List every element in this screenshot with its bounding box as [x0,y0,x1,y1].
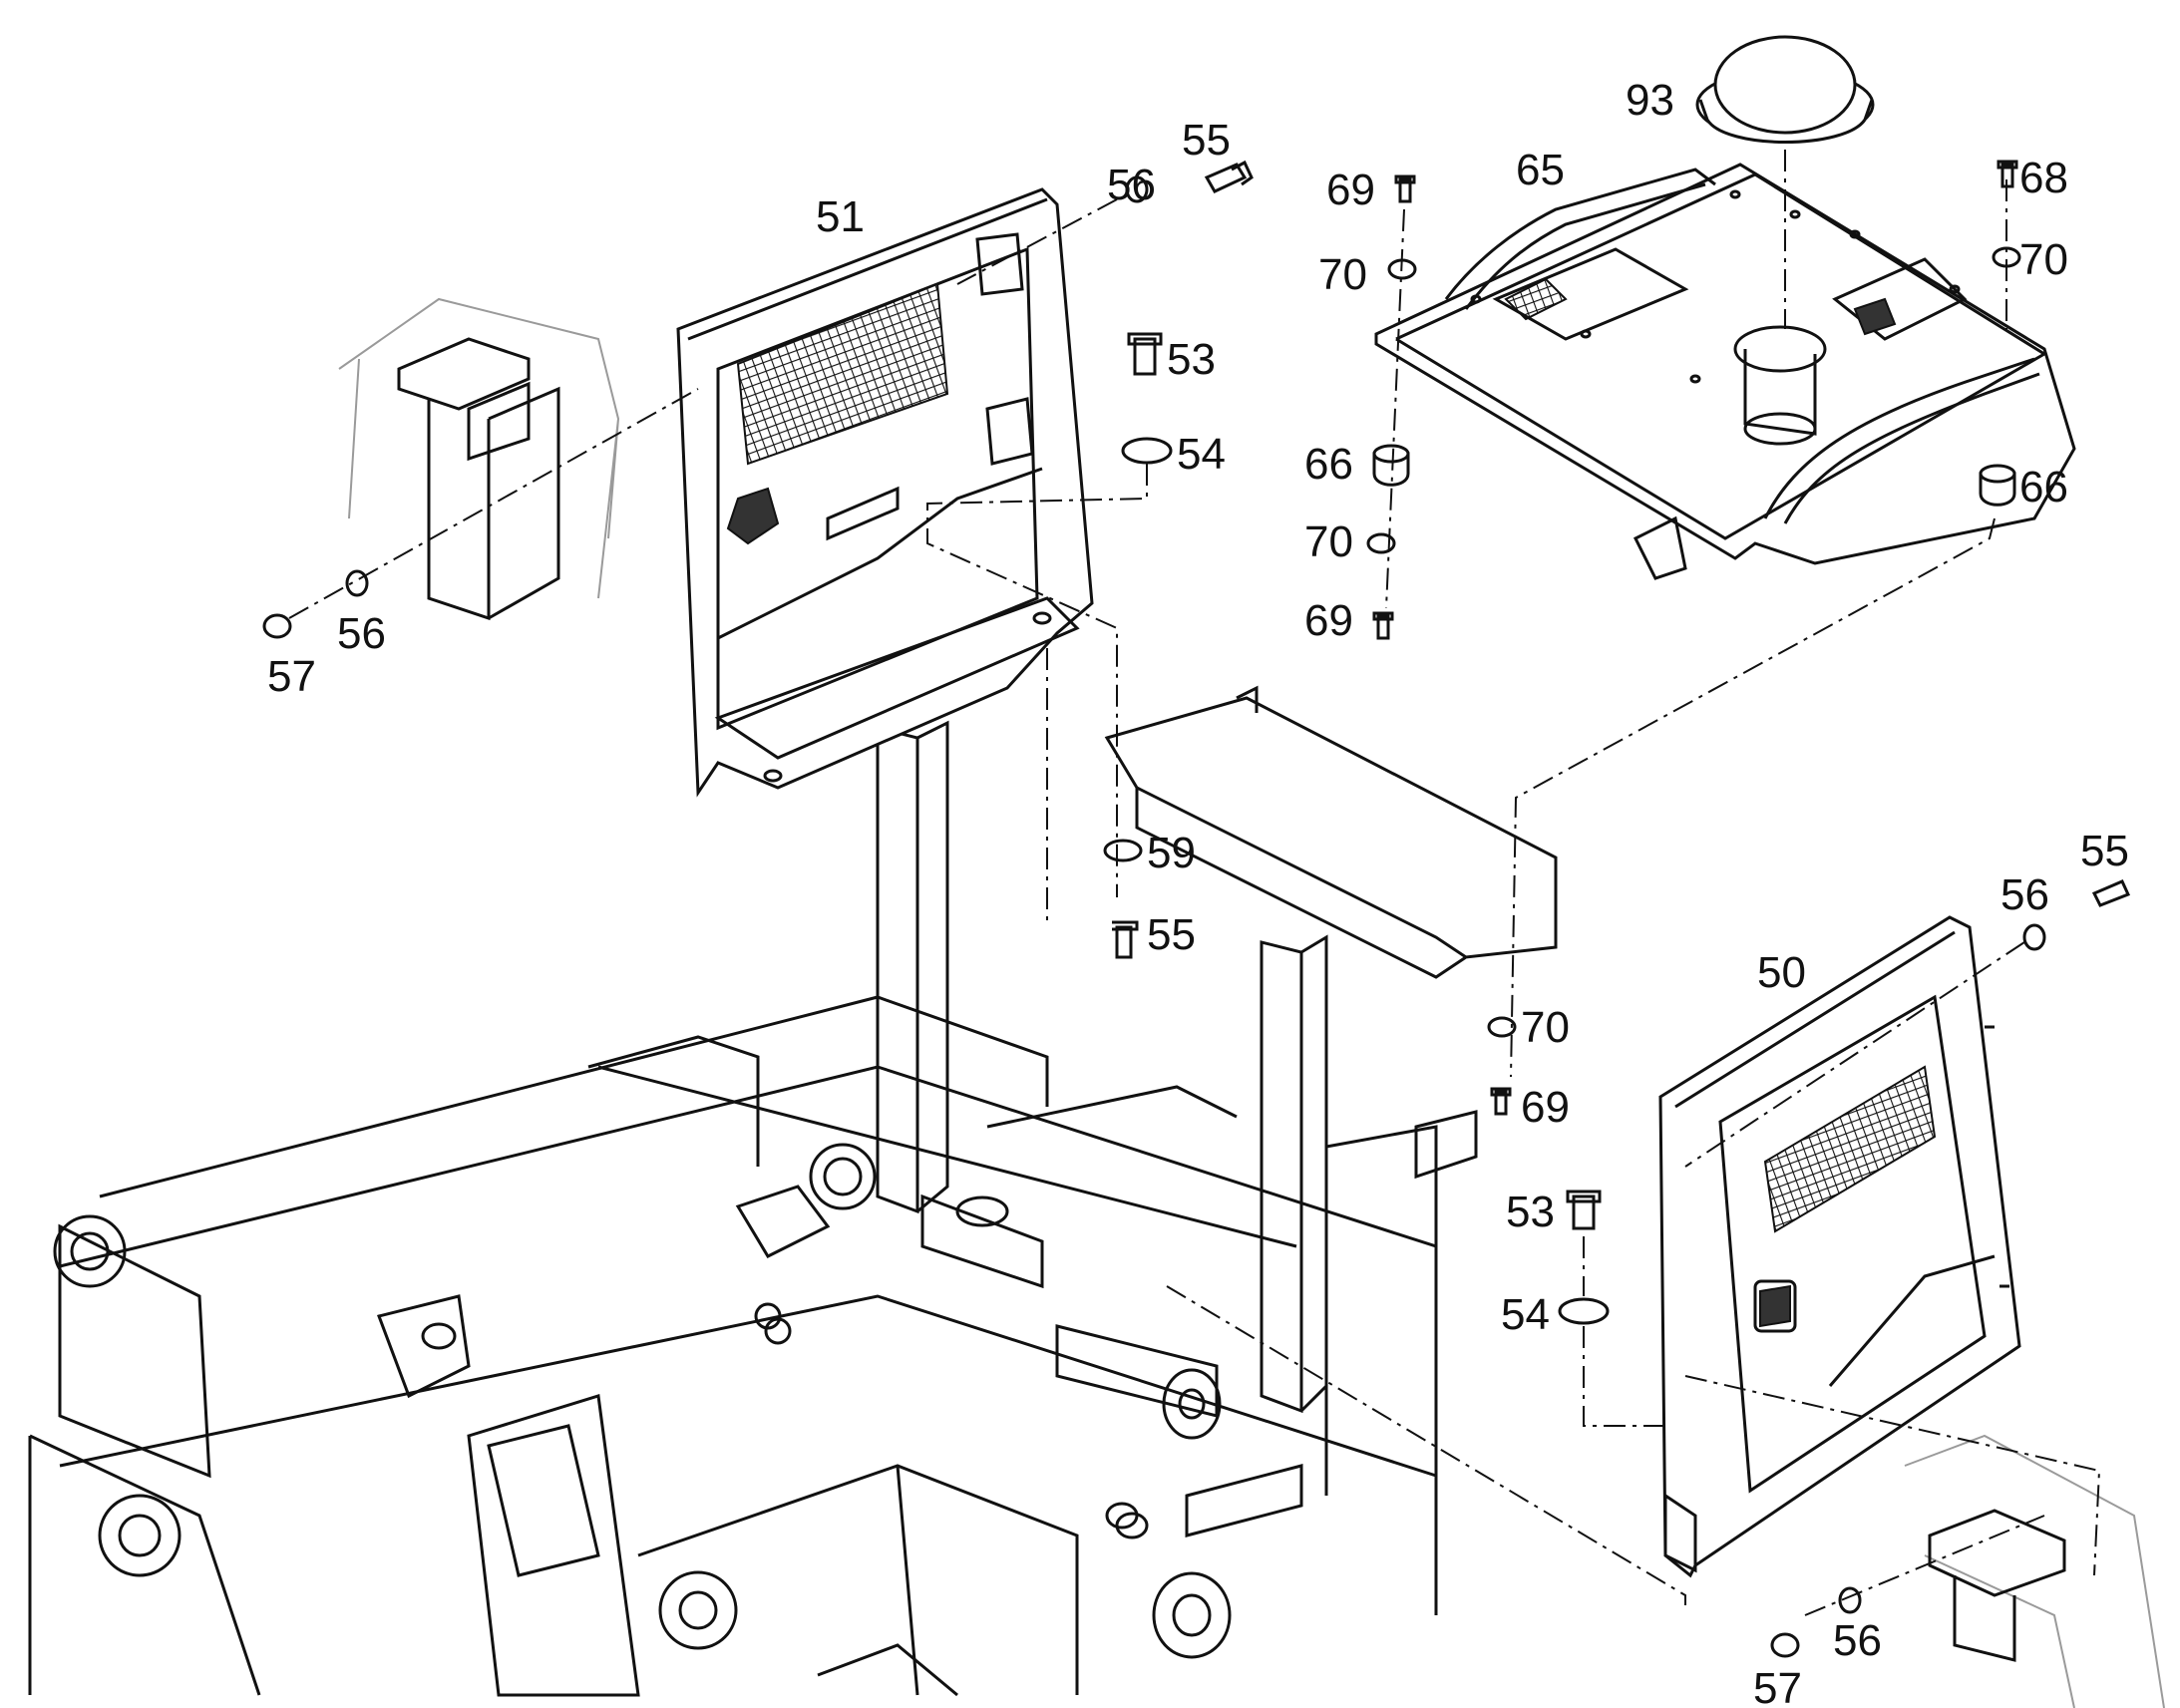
callout-56-left: 56 [337,609,386,658]
callout-93: 93 [1626,76,1674,125]
callout-50: 50 [1757,948,1806,997]
main-beam-front [59,1065,1438,1479]
callout-54-bottom: 54 [1501,1290,1550,1339]
cross-beam [1104,696,1558,979]
column-right [1260,934,1328,1414]
ghost-frame-left [338,297,620,599]
callout-54-top: 54 [1177,430,1226,479]
washer-56-right [2022,923,2046,951]
callouts: 93 65 69 70 66 70 69 68 70 66 55 56 51 5… [267,76,2129,1708]
cap-93 [1695,35,1875,144]
callout-65: 65 [1516,146,1565,194]
right-wheel [1055,1324,1232,1659]
assembly-lines [288,150,2101,1616]
bolt-55-top [1204,160,1254,193]
nut-57-left [262,613,292,639]
bolt-55-right [2091,879,2131,907]
callout-56-right: 56 [2000,870,2049,919]
washer-70-d [1487,1016,1517,1038]
ghost-frame-right [1904,1434,2165,1708]
main-beam-top [99,995,1297,1248]
vent-grille-50 [1763,1065,1937,1233]
callout-70-c: 70 [2019,235,2068,284]
bolt-53-bottom [1566,1190,1602,1230]
bolt-53-top [1127,332,1163,376]
cross-beam-tab [1236,685,1259,713]
bolt-69-c [1490,1087,1512,1116]
frame-details [377,1035,1478,1539]
callout-55-top: 55 [1182,116,1231,165]
spacer-54-top [1121,437,1173,465]
callout-70-a: 70 [1318,250,1367,299]
center-boom [467,1394,1079,1697]
fasteners [262,160,2131,1658]
callout-66-left: 66 [1304,440,1353,489]
callout-69-bottom: 69 [1521,1083,1570,1132]
vent-grille-51 [736,282,949,466]
callout-59: 59 [1147,829,1196,877]
callout-66-right: 66 [2019,463,2068,512]
callout-55-right: 55 [2080,827,2129,875]
bolt-69-a [1394,174,1416,203]
cover-65 [1374,163,2076,580]
bolt-55-mid [1112,920,1139,959]
callout-53-top: 53 [1167,335,1216,384]
bolt-69-b [1372,611,1394,640]
callout-56-bottom: 56 [1833,1616,1882,1665]
washer-56-top [1125,175,1149,203]
bolt-68 [1997,160,2018,188]
washer-70-b [1366,532,1396,554]
callout-57-bottom: 57 [1753,1664,1802,1708]
spacer-54-bottom [1558,1297,1610,1325]
column-left [876,720,949,1214]
ghost-mount-left [397,337,560,621]
callout-69-top: 69 [1326,166,1375,214]
callout-69-mid: 69 [1304,596,1353,645]
machine-frame [28,297,2165,1708]
callout-55-mid: 55 [1147,910,1196,959]
nut-57-bottom [1770,1632,1800,1658]
callout-70-b: 70 [1304,517,1353,566]
panel-51 [676,187,1094,798]
rear-plate [1324,1125,1438,1615]
callout-53-bottom: 53 [1506,1188,1555,1236]
callout-51: 51 [816,192,865,241]
ghost-mount-right [1928,1509,2066,1662]
callout-68: 68 [2019,154,2068,202]
left-boom [28,1214,261,1696]
callout-57-left: 57 [267,652,316,701]
panel-50 [1658,915,2021,1578]
washer-59 [1103,839,1143,862]
callout-70-d: 70 [1521,1003,1570,1052]
callout-56-top: 56 [1107,161,1156,209]
